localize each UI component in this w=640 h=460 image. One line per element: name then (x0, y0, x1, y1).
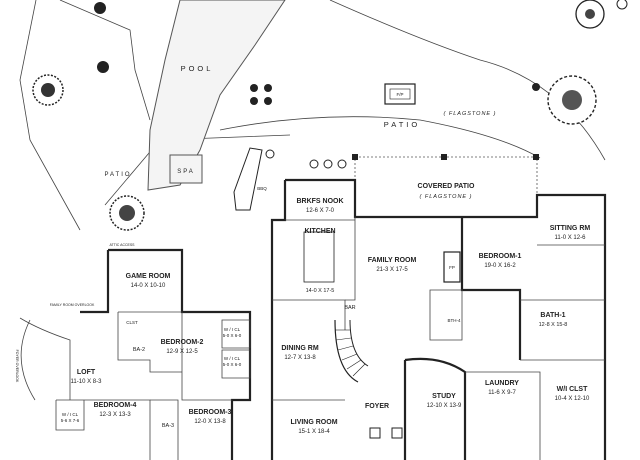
bar-label: BAR (344, 305, 355, 311)
upper-floor-wall (108, 248, 252, 460)
sitting-rm-dim: 11-0 X 12-6 (555, 235, 587, 241)
wic-a-dim: 5-0 X 6-0 (223, 333, 242, 338)
shrub-cluster-icon (250, 84, 272, 105)
pool-label: POOL (181, 64, 214, 73)
study-wall (404, 357, 467, 460)
tree-icon (547, 75, 597, 125)
ba2-label: BA-2 (133, 347, 145, 353)
attic-access-label: ATTIC ACCESS (109, 243, 135, 247)
bath1-dim: 12-8 X 15-8 (539, 322, 568, 328)
foyer-label: FOYER (365, 403, 389, 410)
brkfs-nook-label: BRKFS NOOK (296, 198, 343, 205)
patio-right-label: PATIO (384, 120, 420, 129)
bedroom4-dim: 12-3 X 13-3 (99, 412, 131, 418)
bedroom4-label: BEDROOM-4 (94, 402, 137, 409)
family-room-overlook-label: FAMILY ROOM OVERLOOK (50, 303, 95, 307)
bth4-label: BTH-4 (447, 318, 460, 323)
study-dim: 12-10 X 13-9 (427, 403, 462, 409)
wi-clst-label: W/I CLST (557, 386, 588, 393)
pool-shape (147, 0, 286, 191)
patio-left-label: PATIO (104, 172, 131, 178)
house-exterior-wall (285, 178, 607, 460)
sitting-rm-label: SITTING RM (550, 225, 591, 232)
kitchen-island (303, 231, 335, 283)
bedroom1-dim: 19-0 X 16-2 (484, 263, 516, 269)
house-west-wall (270, 180, 287, 460)
wic-b-title: W / I CL (224, 356, 241, 361)
bath4-wall (429, 289, 463, 341)
family-room-label: FAMILY ROOM (368, 257, 417, 264)
bedroom2-label: BEDROOM-2 (161, 339, 204, 346)
lot-line-upper (59, 0, 151, 121)
wi-clst-dim: 10-4 X 12-10 (555, 396, 590, 402)
tree-icon (32, 74, 64, 106)
bedroom2-dim: 12-9 X 12-5 (166, 349, 198, 355)
fireplace (443, 251, 461, 283)
covered-patio-label: COVERED PATIO (418, 183, 475, 190)
lot-line-left (19, 0, 81, 231)
spa-shape (169, 154, 203, 184)
bbq-label: BBQ (257, 186, 267, 191)
bedroom1-wall (460, 217, 522, 360)
covered-patio-note: ( FLAGSTONE ) (420, 194, 473, 200)
foyer-overlook-label: FOYER OVERLOOK (15, 350, 19, 383)
bedroom1-label: BEDROOM-1 (479, 253, 522, 260)
dining-rm-dim: 12-7 X 13-8 (284, 355, 316, 361)
staircase (334, 319, 369, 383)
family-room-dim: 21-3 X 17-5 (376, 267, 408, 273)
shrub-row-icon (265, 149, 347, 169)
bbq-counter (233, 147, 263, 211)
bedroom3-dim: 12-0 X 13-8 (194, 419, 226, 425)
shrub-icon (532, 0, 628, 91)
living-room-dim: 15-1 X 18-4 (298, 429, 330, 435)
clst-label: CLST (126, 320, 138, 325)
dining-rm-label: DINING RM (281, 345, 319, 352)
patio-edge-mid (219, 116, 541, 159)
flagstone-label: ( FLAGSTONE ) (444, 111, 497, 117)
bedroom3-label: BEDROOM-3 (189, 409, 232, 416)
wic-a-title: W / I CL (224, 327, 241, 332)
ba3-label: BA-3 (162, 423, 174, 429)
kitchen-dim: 14-0 X 17-5 (306, 288, 335, 294)
wic-c-title: W / I CL (62, 412, 79, 417)
tree-icon (575, 0, 605, 29)
wic-b-dim: 5-0 X 6-0 (223, 362, 242, 367)
tree-icon (109, 195, 145, 231)
laundry-label: LAUNDRY (485, 380, 519, 387)
bath1-label: BATH-1 (540, 312, 565, 319)
brkfs-nook-dim: 12-6 X 7-0 (306, 208, 335, 214)
outdoor-fp-label: F/P (396, 92, 403, 97)
wic-c-dim: 5-6 X 7-6 (61, 418, 80, 423)
laundry-dim: 11-6 X 9-7 (488, 390, 516, 396)
spa-label: SPA (177, 169, 195, 175)
kitchen-label: KITCHEN (304, 228, 335, 235)
living-room-label: LIVING ROOM (290, 419, 337, 426)
game-room-dim: 14-0 X 10-10 (131, 283, 166, 289)
game-room-label: GAME ROOM (126, 273, 171, 280)
shrub-icon (94, 2, 109, 73)
loft-label: LOFT (77, 369, 96, 376)
loft-dim: 11-10 X 8-3 (71, 379, 103, 385)
fp-label: FP (449, 265, 455, 270)
study-label: STUDY (432, 393, 456, 400)
